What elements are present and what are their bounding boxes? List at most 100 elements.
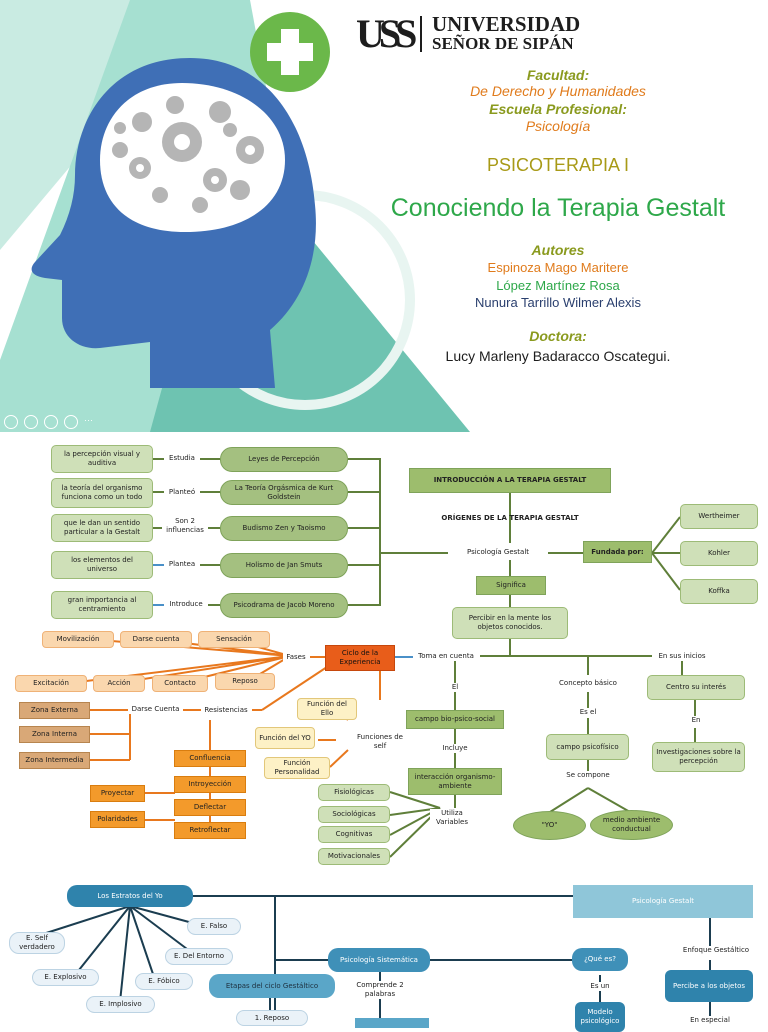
yo-oval: "YO" (513, 811, 586, 840)
origenes-title: ORÍGENES DE LA TERAPIA GESTALT (441, 514, 579, 522)
campo-bio: campo bio-psico-social (406, 710, 504, 729)
pill-goldstein: La Teoría Orgásmica de Kurt Goldstein (220, 480, 348, 505)
viewer-controls: ··· (4, 415, 96, 429)
doctora-name: Lucy Marleny Badaracco Oscategui. (445, 348, 671, 364)
fase-contacto: Contacto (152, 675, 208, 692)
logo-letters: USS (356, 11, 417, 56)
verb-planteo: Planteó (164, 488, 200, 497)
estrato-entorno: E. Del Entorno (165, 948, 233, 965)
escuela-label: Escuela Profesional: (489, 101, 627, 117)
sistematica-child (355, 1018, 429, 1028)
res-retroflectar: Retroflectar (174, 822, 246, 839)
utiliza-label: Utiliza Variables (430, 809, 474, 827)
zona-externa: Zona Externa (19, 702, 90, 719)
psicologia-gestalt-label: Psicología Gestalt (448, 548, 548, 557)
fase-sensacion: Sensación (198, 631, 270, 648)
verb-plantea: Plantea (164, 560, 200, 569)
estrato-self: E. Self verdadero (9, 932, 65, 954)
more-icon[interactable]: ··· (84, 415, 93, 425)
pill-holismo: Holismo de Jan Smuts (220, 553, 348, 578)
founder-koffka: Koffka (680, 579, 758, 604)
enfoque-label: Enfoque Gestáltico (676, 946, 756, 955)
note-elementos: los elementos del universo (51, 551, 153, 579)
que-es: ¿Qué es? (572, 948, 628, 971)
var-motivacionales: Motivacionales (318, 848, 390, 865)
fase-accion: Acción (93, 675, 145, 692)
modelo-psicologico: Modelo psicológico (575, 1002, 625, 1032)
percibe-objetos: Percibe a los objetos (665, 970, 753, 1002)
var-cognitivas: Cognitivas (318, 826, 390, 843)
fases-label: Fases (283, 653, 309, 662)
course-title: PSICOTERAPIA I (486, 155, 630, 175)
psicologia-gestalt-header: Psicología Gestalt (573, 885, 753, 918)
medio-oval: medio ambiente conductual (590, 810, 673, 840)
estrato-explosivo: E. Explosivo (32, 969, 99, 986)
fase-movilizacion: Movilización (42, 631, 114, 648)
ciclo-experiencia: Ciclo de la Experiencia (325, 645, 395, 671)
etapas-ciclo: Etapas del ciclo Gestáltico (209, 974, 335, 998)
se-compone-label: Se compone (553, 771, 623, 780)
el-label: El (447, 683, 463, 692)
centro-interes: Centro su interés (647, 675, 745, 700)
author-2: López Martínez Rosa (496, 278, 620, 293)
incluye-label: Incluye (433, 744, 477, 753)
psicologia-sistematica: Psicología Sistemática (328, 948, 430, 972)
note-sentido: que le dan un sentido particular a la Ge… (51, 514, 153, 542)
fase-reposo: Reposo (215, 673, 275, 690)
estratos-yo: Los Estratos del Yo (67, 885, 193, 907)
campo-psicofisico: campo psicofísico (546, 734, 629, 760)
res-polaridades: Polaridades (90, 811, 145, 828)
var-sociologicas: Sociológicas (318, 806, 390, 823)
res-confluencia: Confluencia (174, 750, 246, 767)
fase-excitacion: Excitación (15, 675, 87, 692)
comprende-label: Comprende 2 palabras (352, 981, 408, 999)
concepto-label: Concepto básico (553, 679, 623, 688)
funcion-personalidad: Función Personalidad (264, 757, 330, 779)
note-percepcion: la percepción visual y auditiva (51, 445, 153, 473)
university-logo: USS (356, 14, 428, 54)
significa: Significa (476, 576, 546, 595)
funcion-yo: Función del YO (255, 727, 315, 749)
pill-budismo: Budismo Zen y Taoismo (220, 516, 348, 541)
founder-wertheimer: Wertheimer (680, 504, 758, 529)
zona-intermedia: Zona Intermedia (19, 752, 90, 769)
university-line2: SEÑOR DE SIPÁN (432, 34, 574, 53)
resistencias-label: Resistencias (201, 706, 251, 715)
res-introyeccion: Introyección (174, 776, 246, 793)
estrato-implosivo: E. Implosivo (86, 996, 155, 1013)
next-icon[interactable] (24, 415, 38, 429)
author-3: Nunura Tarrillo Wilmer Alexis (475, 295, 641, 310)
fase-darse-cuenta: Darse cuenta (120, 631, 192, 648)
university-line1: UNIVERSIDAD (432, 12, 581, 36)
plus-icon-h (267, 43, 313, 61)
founder-kohler: Kohler (680, 541, 758, 566)
cover-slide: ··· USS UNIVERSIDAD SEÑOR DE SIPÁN Facul… (0, 0, 768, 432)
estrato-falso: E. Falso (187, 918, 241, 935)
res-deflectar: Deflectar (174, 799, 246, 816)
autores-label: Autores (531, 242, 585, 258)
estrato-fobico: E. Fóbico (135, 973, 193, 990)
es-un-label: Es un (585, 982, 615, 991)
zoom-icon[interactable] (64, 415, 78, 429)
main-title: Conociendo la Terapia Gestalt (390, 194, 726, 222)
verb-introduce: Introduce (164, 600, 208, 609)
res-proyectar: Proyectar (90, 785, 145, 802)
prev-icon[interactable] (4, 415, 18, 429)
verb-influencias: Son 2 influencias (162, 517, 208, 535)
home-icon[interactable] (44, 415, 58, 429)
intro-title: INTRODUCCIÓN A LA TERAPIA GESTALT (409, 468, 611, 493)
university-name: UNIVERSIDAD SEÑOR DE SIPÁN (432, 14, 580, 54)
escuela-value: Psicología (525, 118, 591, 134)
zona-interna: Zona Interna (19, 726, 90, 743)
author-1: Espinoza Mago Maritere (487, 260, 629, 275)
var-fisiologicas: Fisiológicas (318, 784, 390, 801)
cover-background-shapes (0, 0, 470, 432)
logo-divider (420, 16, 422, 52)
gears-icon (112, 96, 264, 213)
darse-cuenta-label: Darse Cuenta (128, 705, 183, 714)
percibir-box: Percibir en la mente los objetos conocid… (452, 607, 568, 639)
note-teoria: la teoría del organismo funciona como un… (51, 478, 153, 508)
en-especial-label: En especial (680, 1016, 740, 1025)
verb-estudia: Estudia (164, 454, 200, 463)
